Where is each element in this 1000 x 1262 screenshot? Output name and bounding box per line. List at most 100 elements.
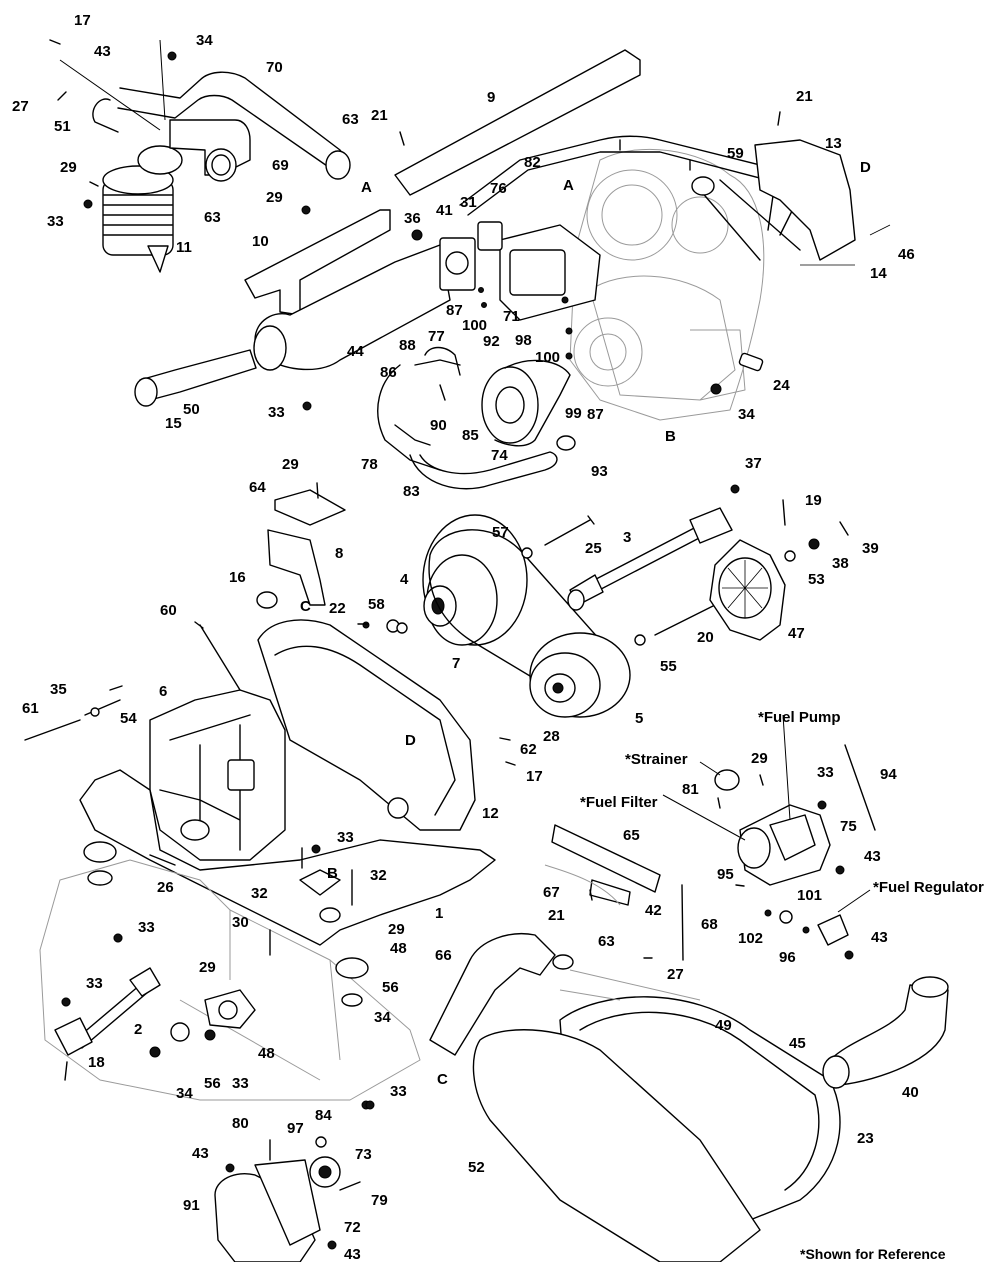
callout-21: 21 (548, 907, 565, 924)
callout-56: 56 (382, 979, 399, 996)
callout-83: 83 (403, 483, 420, 500)
ref-letter-c: C (437, 1071, 448, 1088)
callout-34: 34 (374, 1009, 391, 1026)
callout-62: 62 (520, 741, 537, 758)
strainer-label: *Strainer (625, 751, 688, 768)
callout-2: 2 (134, 1021, 142, 1038)
callout-55: 55 (660, 658, 677, 675)
clamp-45 (822, 1055, 850, 1089)
washer-55 (634, 634, 646, 646)
callout-labels: 17 34 43 70 27 51 9 21 63 21 13 29 69 82… (12, 12, 919, 1262)
callout-79: 79 (371, 1192, 388, 1209)
callout-50: 50 (183, 401, 200, 418)
ref-letter-b: B (327, 865, 338, 882)
frame-outline (39, 859, 421, 1101)
callout-45: 45 (789, 1035, 806, 1052)
callout-28: 28 (543, 728, 560, 745)
coolant-hose-83 (409, 451, 558, 490)
washer-97 (315, 1136, 327, 1148)
callout-43: 43 (344, 1246, 361, 1262)
callout-33: 33 (232, 1075, 249, 1092)
engine-reference-outline (569, 148, 765, 421)
callout-16: 16 (229, 569, 246, 586)
callout-59: 59 (727, 145, 744, 162)
air-duct-66 (429, 933, 556, 1056)
primary-clutch (422, 514, 528, 646)
callout-101: 101 (797, 887, 822, 904)
callout-40: 40 (902, 1084, 919, 1101)
callout-29: 29 (282, 456, 299, 473)
ref-letter-d: D (860, 159, 871, 176)
callout-80: 80 (232, 1115, 249, 1132)
callout-13: 13 (825, 135, 842, 152)
rear-u-joint (54, 1017, 93, 1056)
bracket-65 (551, 824, 661, 893)
washer-53 (784, 550, 796, 562)
callout-86: 86 (380, 364, 397, 381)
callout-14: 14 (870, 265, 887, 282)
bracket-64 (274, 489, 346, 526)
callout-4: 4 (400, 571, 409, 588)
cooling-fan-shroud (709, 539, 786, 641)
fuel-regulator-label: *Fuel Regulator (873, 879, 984, 896)
bolt-25 (544, 515, 595, 546)
shift-cable (24, 685, 123, 741)
callout-33: 33 (86, 975, 103, 992)
muffler-heat-shield (244, 209, 391, 316)
callout-51: 51 (54, 118, 71, 135)
ecu-module (509, 249, 566, 296)
callout-25: 25 (585, 540, 602, 557)
callout-1: 1 (435, 905, 443, 922)
callout-91: 91 (183, 1197, 200, 1214)
callout-64: 64 (249, 479, 266, 496)
shift-lever (194, 621, 241, 691)
fuel-filter-label: *Fuel Filter (580, 794, 658, 811)
callout-75: 75 (840, 818, 857, 835)
callout-18: 18 (88, 1054, 105, 1071)
fitting-24 (738, 352, 764, 372)
callout-24: 24 (773, 377, 790, 394)
drive-belt-99 (494, 359, 571, 447)
callout-29: 29 (751, 750, 768, 767)
callout-67: 67 (543, 884, 560, 901)
callout-60: 60 (160, 602, 177, 619)
callout-54: 54 (120, 710, 137, 727)
coolant-hose-78 (377, 359, 461, 471)
callout-27: 27 (667, 966, 684, 983)
washer-57 (521, 547, 533, 559)
fuel-regulator (817, 914, 849, 946)
callout-98: 98 (515, 332, 532, 349)
callout-6: 6 (159, 683, 167, 700)
callout-48: 48 (258, 1045, 275, 1062)
callout-66: 66 (435, 947, 452, 964)
callout-19: 19 (805, 492, 822, 509)
callout-90: 90 (430, 417, 447, 434)
callout-21: 21 (796, 88, 813, 105)
callout-74: 74 (491, 447, 508, 464)
callout-43: 43 (192, 1145, 209, 1162)
callout-96: 96 (779, 949, 796, 966)
ref-letter-a: A (563, 177, 574, 194)
fuel-pump (769, 814, 816, 861)
callout-29: 29 (60, 159, 77, 176)
callout-69: 69 (272, 157, 289, 174)
spacer-16 (256, 591, 278, 609)
callout-63: 63 (598, 933, 615, 950)
callout-73: 73 (355, 1146, 372, 1163)
callout-38: 38 (832, 555, 849, 572)
ref-letter-d: D (405, 732, 416, 749)
callout-76: 76 (490, 180, 507, 197)
callout-53: 53 (808, 571, 825, 588)
callout-9: 9 (487, 89, 495, 106)
component-labels: *Fuel Pump *Strainer *Fuel Filter *Fuel … (580, 709, 984, 896)
outlet-duct-40 (829, 984, 949, 1086)
callout-23: 23 (857, 1130, 874, 1147)
callout-21: 21 (371, 107, 388, 124)
rod-94 (844, 744, 876, 831)
callout-47: 47 (788, 625, 805, 642)
callout-72: 72 (344, 1219, 361, 1236)
callout-30: 30 (232, 914, 249, 931)
callout-100: 100 (462, 317, 487, 334)
callout-102: 102 (738, 930, 763, 947)
callout-63: 63 (342, 111, 359, 128)
